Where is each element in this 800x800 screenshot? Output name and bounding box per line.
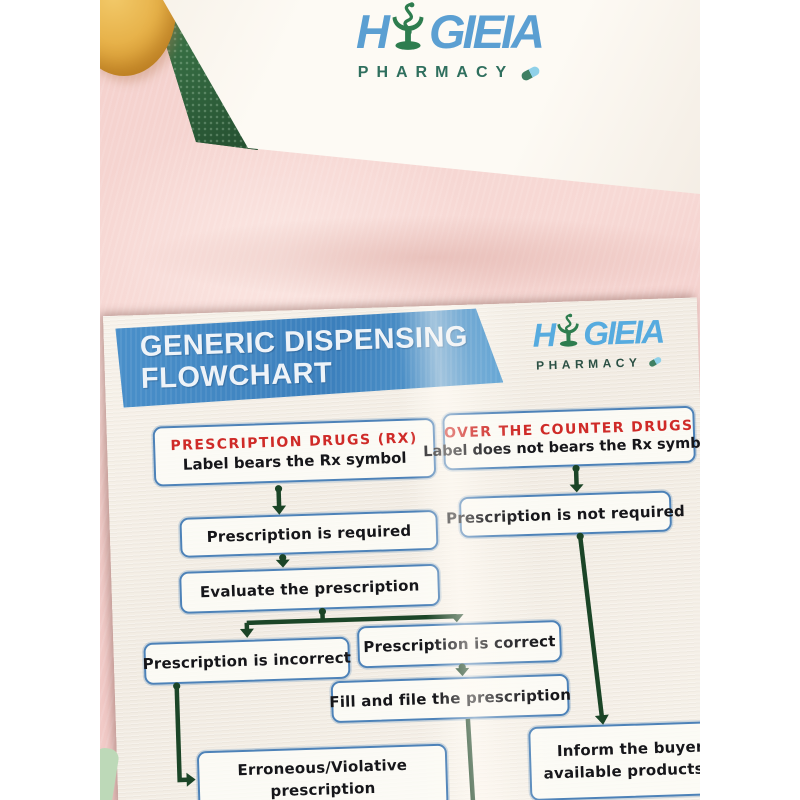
pharmacy-label: PHARMACY	[357, 64, 515, 81]
flowchart-node-evaluate-prescription: Evaluate the prescription	[179, 563, 441, 614]
flowchart-node-prescription-required: Prescription is required	[179, 509, 439, 558]
brand-wordmark-poster: H GIEIA PHARMACY	[501, 310, 695, 374]
node-label: Fill and file the prescription	[329, 685, 572, 712]
flowchart-node-inform-buyer: Inform the buyer of all available produc…	[528, 719, 700, 800]
pill-icon	[520, 64, 542, 82]
brand-letters-gieia: GIEIA	[582, 312, 664, 352]
poster-title-banner: GENERIC DISPENSING FLOWCHART	[115, 308, 504, 408]
flowchart-node-prescription-incorrect: Prescription is incorrect	[142, 636, 352, 686]
node-label-line2: prescription	[270, 778, 376, 800]
pharmacy-label: PHARMACY	[535, 355, 642, 373]
flowchart-node-prescription-not-required: Prescription is not required	[446, 490, 685, 539]
brand-subline: PHARMACY	[535, 355, 663, 373]
photo: H GIEIA PHARMACY	[100, 0, 700, 800]
flowchart-node-prescription-correct: Prescription is correct	[356, 619, 563, 669]
node-label: Prescription is incorrect	[142, 648, 352, 674]
brand-row: H GIEIA	[532, 311, 664, 355]
flowchart-node-prescription-drugs: PRESCRIPTION DRUGS (RX) Label bears the …	[152, 417, 437, 487]
brand-subline: PHARMACY	[357, 64, 542, 82]
node-label: Prescription is required	[206, 521, 412, 547]
flowchart-node-otc-drugs: OVER THE COUNTER DRUGS Label does not be…	[423, 405, 700, 471]
brand-row: H GIEIA	[356, 2, 545, 60]
flowchart-poster: GENERIC DISPENSING FLOWCHART H GIEIA	[103, 297, 700, 800]
pill-icon	[647, 356, 663, 368]
bowl-of-hygieia-icon	[392, 2, 424, 50]
bowl-of-hygieia-icon	[557, 313, 580, 347]
node-label-line1: Erroneous/Violative	[237, 756, 408, 780]
brand-wordmark-card: H GIEIA PHARMACY	[324, 2, 574, 82]
brand-letter-h: H	[356, 4, 390, 58]
yellow-pompom	[100, 0, 176, 76]
node-label: Evaluate the prescription	[199, 576, 420, 602]
brand-letters-gieia: GIEIA	[428, 4, 545, 58]
flowchart-node-fill-and-file: Fill and file the prescription	[329, 673, 572, 724]
node-label: Prescription is correct	[363, 632, 556, 657]
flowchart-node-erroneous-violative: Erroneous/Violative prescription	[196, 743, 449, 800]
node-label: Prescription is not required	[445, 501, 686, 528]
brand-letter-h: H	[531, 315, 555, 354]
